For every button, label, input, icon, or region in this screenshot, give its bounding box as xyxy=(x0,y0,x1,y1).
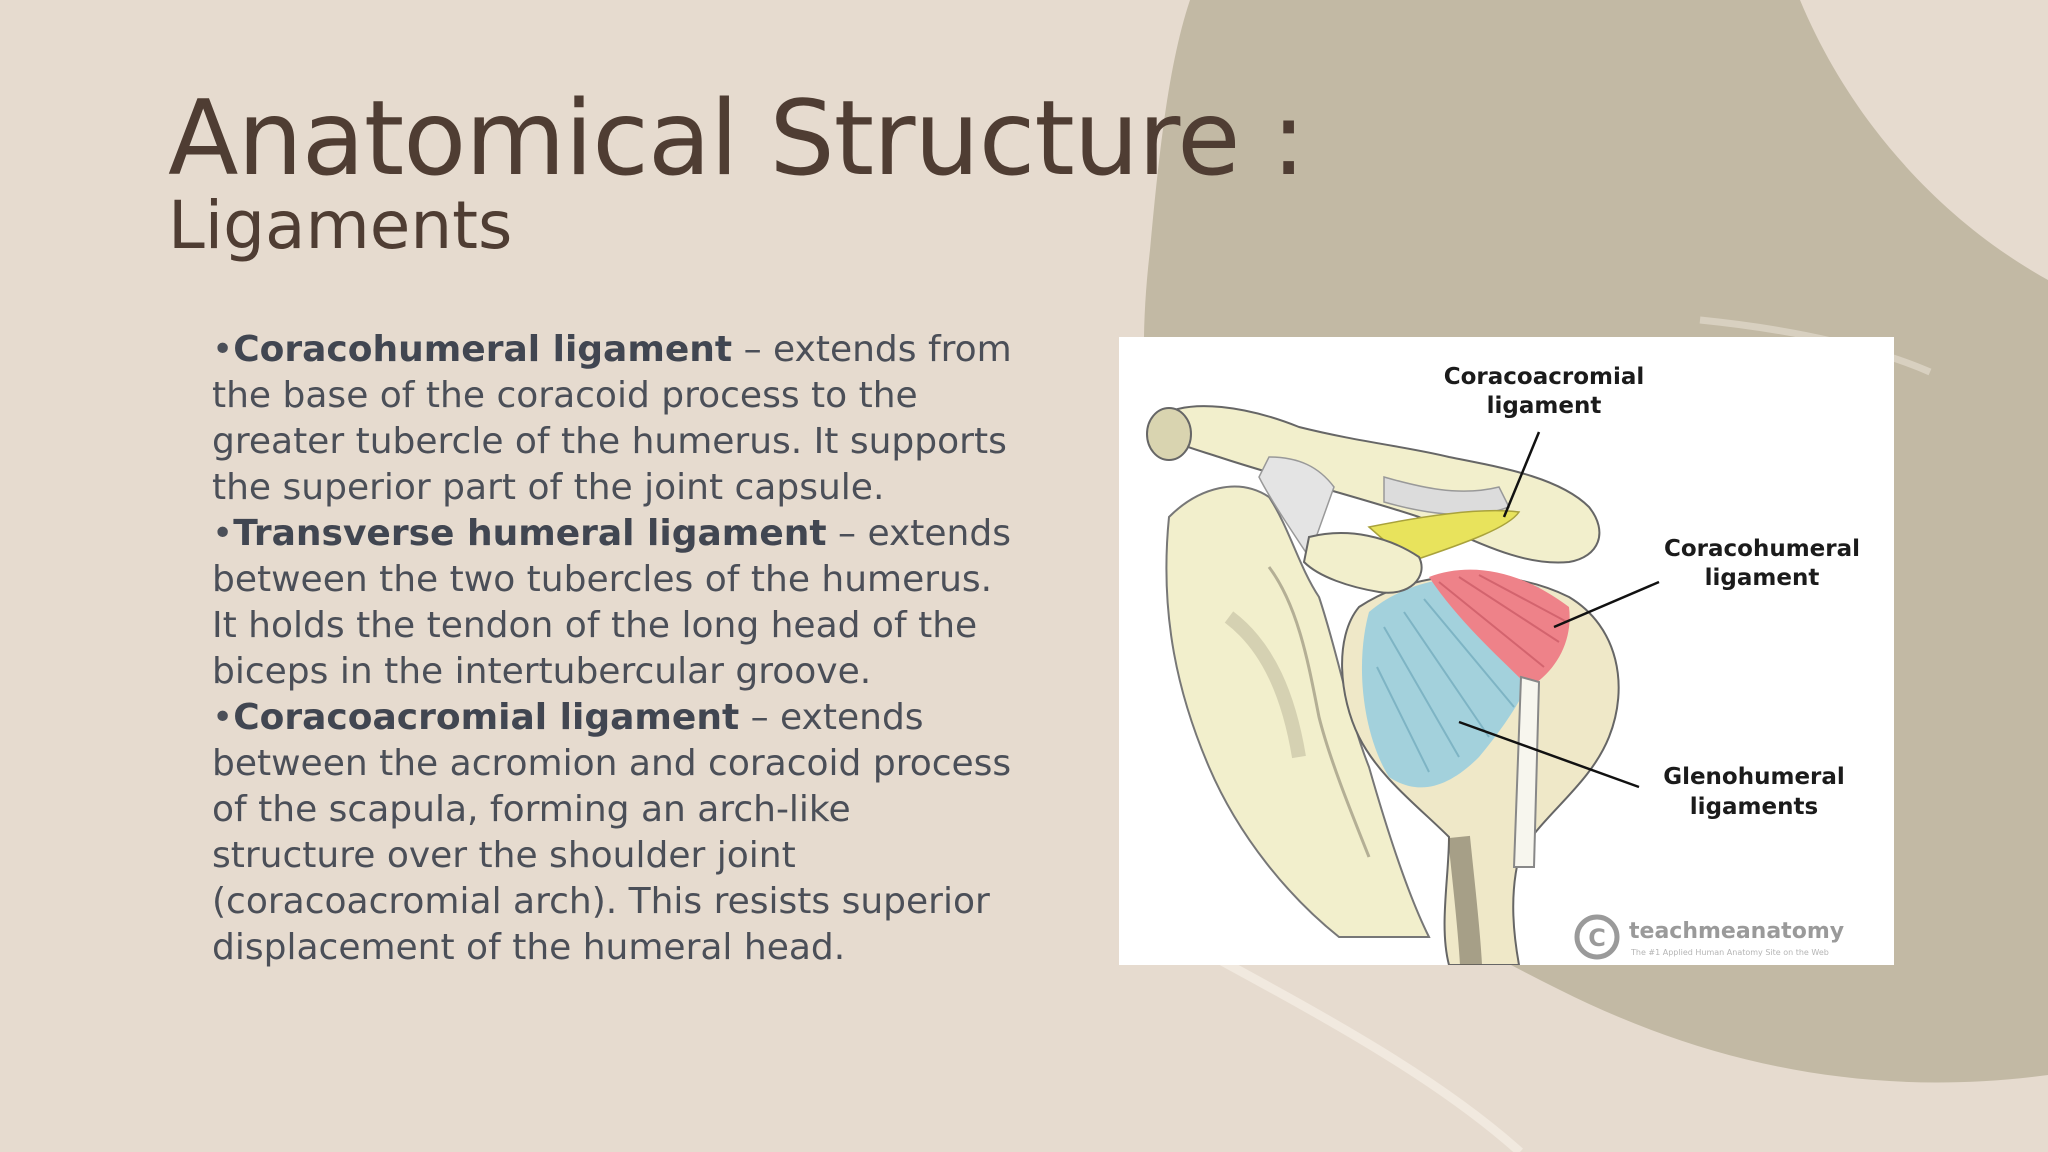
bullet-item: •Coracohumeral ligament – extends from t… xyxy=(212,327,1012,511)
coracoid-process-shape xyxy=(1302,532,1423,594)
label-glenohumeral-ligaments: ligaments xyxy=(1690,794,1818,820)
bullet-term: Transverse humeral ligament xyxy=(233,513,827,554)
bullet-description: – extends from the base of the coracoid … xyxy=(212,329,1012,508)
title-subtitle: Ligaments xyxy=(168,187,513,264)
label-glenohumeral: Glenohumeral xyxy=(1663,764,1845,790)
label-coracoacromial: Coracoacromial xyxy=(1444,364,1645,390)
label-coracohumeral-ligament: ligament xyxy=(1705,565,1820,591)
bullet-marker: • xyxy=(212,513,234,554)
biceps-tendon-shape xyxy=(1512,675,1541,868)
bullet-description: – extends between the acromion and corac… xyxy=(212,697,1012,968)
bullet-list: •Coracohumeral ligament – extends from t… xyxy=(212,327,1012,971)
watermark-tagline: The #1 Applied Human Anatomy Site on the… xyxy=(1630,948,1829,957)
bullet-term: Coracoacromial ligament xyxy=(233,697,740,738)
bullet-item: •Transverse humeral ligament – extends b… xyxy=(212,511,1012,695)
coracohumeral-ligament-shape xyxy=(1429,569,1570,687)
label-coracohumeral: Coracohumeral xyxy=(1664,536,1860,562)
bullet-marker: • xyxy=(212,329,234,370)
watermark-text: teachmeanatomy xyxy=(1629,919,1844,944)
title-main: Anatomical Structure : xyxy=(168,79,1306,199)
shoulder-anatomy-drawing: Coracoacromial ligament Coracohumeral li… xyxy=(1146,364,1860,965)
bullet-marker: • xyxy=(212,697,234,738)
bullet-description: – extends between the two tubercles of t… xyxy=(212,513,1011,692)
svg-text:C: C xyxy=(1588,924,1606,952)
bullet-item: •Coracoacromial ligament – extends betwe… xyxy=(212,695,1012,971)
label-coracoacromial-ligament: ligament xyxy=(1487,393,1602,419)
slide-title: Anatomical Structure : Ligaments xyxy=(168,79,1306,264)
copyright-icon: C xyxy=(1574,914,1620,960)
bullet-term: Coracohumeral ligament xyxy=(233,329,733,370)
shoulder-ligament-illustration: Coracoacromial ligament Coracohumeral li… xyxy=(1119,337,1894,965)
scapula-shape xyxy=(1165,485,1431,938)
